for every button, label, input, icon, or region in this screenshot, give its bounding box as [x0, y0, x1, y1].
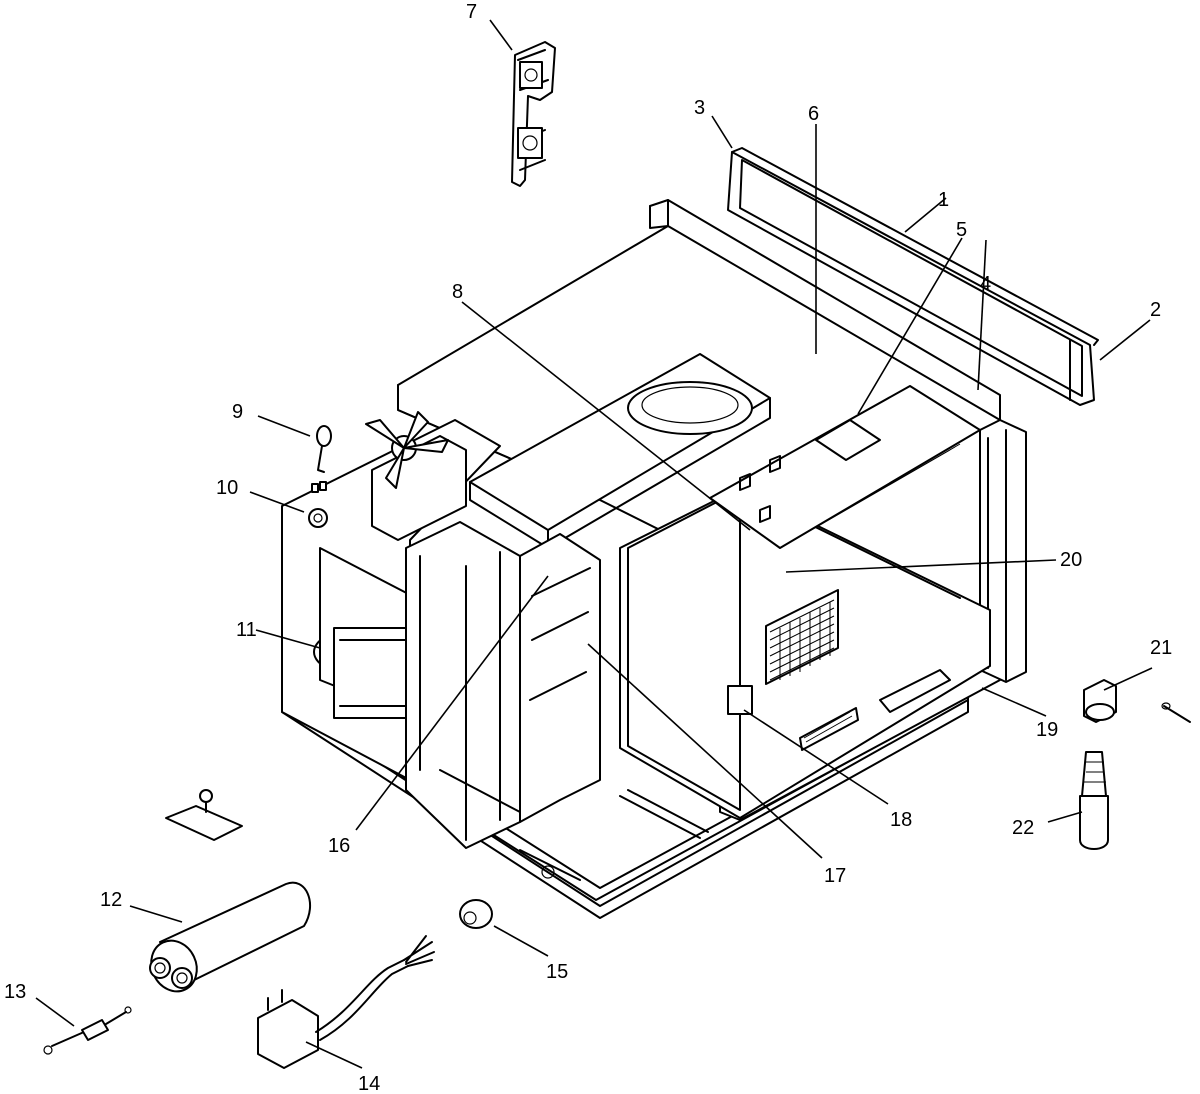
part-22-lamp	[1079, 751, 1109, 850]
part-14-power-cord	[257, 935, 435, 1069]
callout-16: 16	[328, 835, 350, 857]
cavity-vent-grille	[765, 589, 839, 685]
callout-8: 8	[452, 281, 463, 303]
callout-labels: 1 2 3 4 5 6 7 8 9 10 11 12 13 14 15 16 1…	[4, 1, 1172, 1094]
bottom-vent-grille	[799, 707, 859, 751]
callout-2: 2	[1150, 299, 1161, 321]
part-7-switch-bracket	[511, 41, 556, 187]
part-10-thermostat	[308, 481, 328, 528]
callout-10: 10	[216, 477, 238, 499]
callout-4: 4	[980, 273, 991, 295]
callout-19: 19	[1036, 719, 1058, 741]
callout-14: 14	[358, 1073, 380, 1094]
part-15-grommet	[459, 899, 493, 929]
callout-22: 22	[1012, 817, 1034, 839]
callout-3: 3	[694, 97, 705, 119]
leader-lines	[35, 19, 1153, 1069]
fan-motor	[365, 411, 467, 541]
callout-5: 5	[956, 219, 967, 241]
callout-15: 15	[546, 961, 568, 983]
callout-13: 13	[4, 981, 26, 1003]
callout-6: 6	[808, 103, 819, 125]
callout-9: 9	[232, 401, 243, 423]
callout-17: 17	[824, 865, 846, 887]
loose-bracket	[165, 789, 243, 841]
callout-20: 20	[1060, 549, 1082, 571]
callout-7: 7	[466, 1, 477, 23]
part-1-control-panel-strip	[727, 147, 1099, 406]
part-12-capacitor	[149, 881, 311, 993]
oven-cabinet	[281, 199, 1027, 919]
callout-1: 1	[938, 189, 949, 211]
part-9-fuse	[316, 425, 332, 473]
part-21-lamp-socket	[1083, 679, 1191, 723]
callout-12: 12	[100, 889, 122, 911]
part-13-diode	[43, 1006, 132, 1055]
callout-21: 21	[1150, 637, 1172, 659]
callout-18: 18	[890, 809, 912, 831]
callout-11: 11	[236, 619, 257, 641]
